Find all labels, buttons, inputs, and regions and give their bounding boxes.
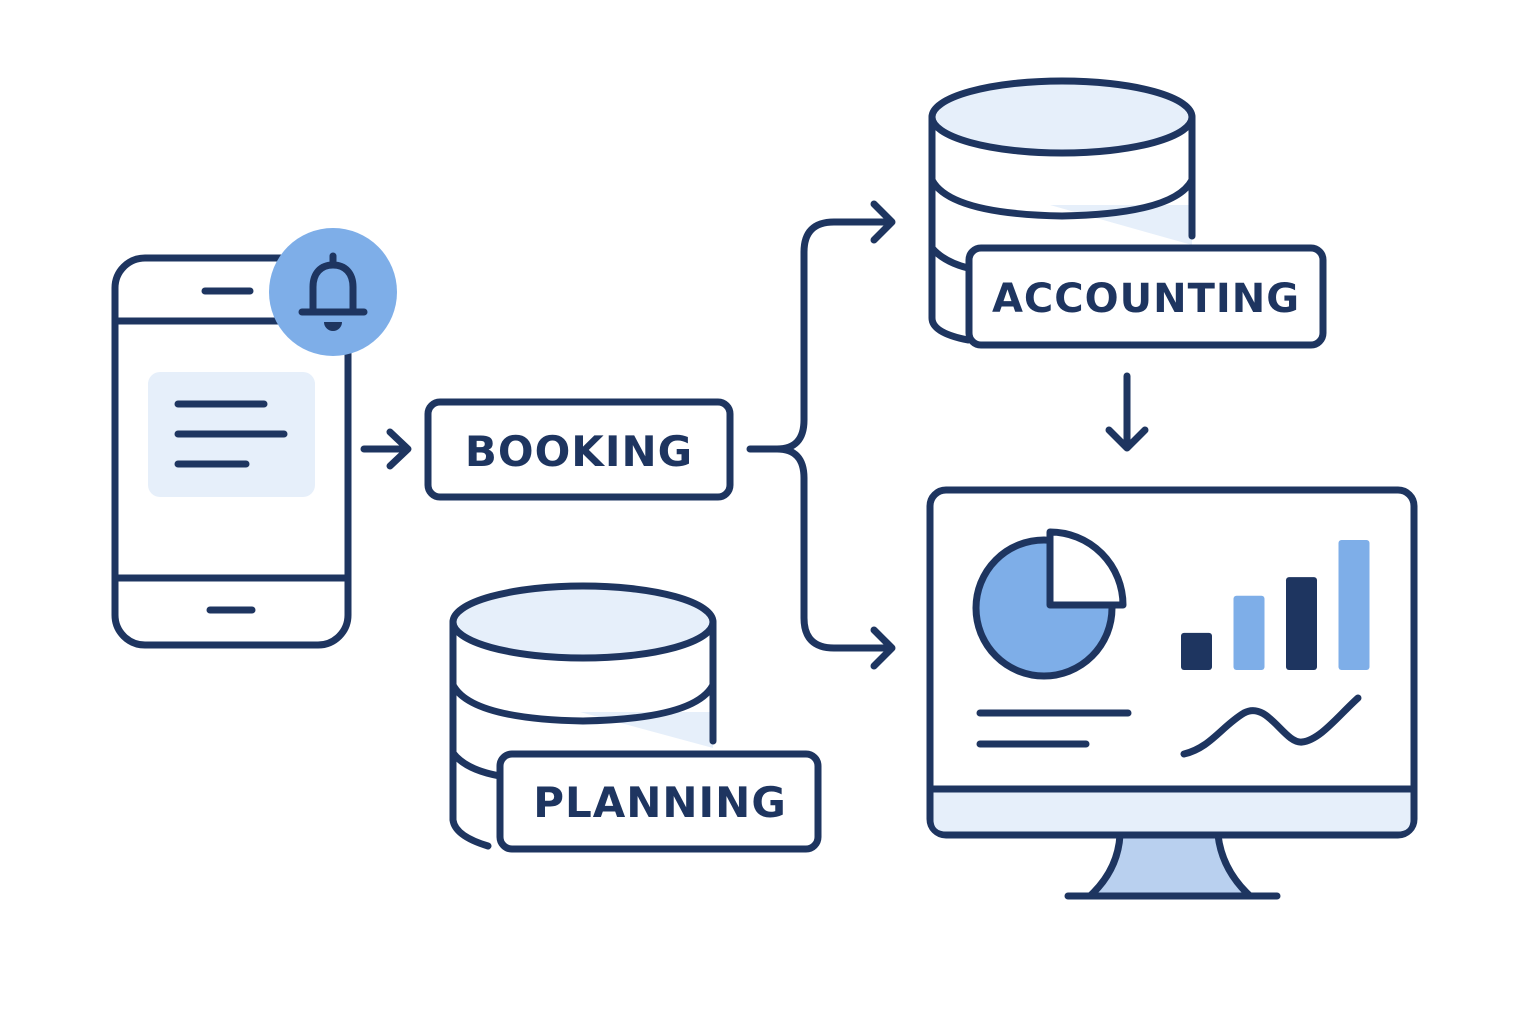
planning-label: PLANNING (533, 778, 787, 827)
arrow-accounting-to-dashboard (1105, 372, 1149, 452)
arrow-phone-to-booking (360, 428, 412, 470)
message-card (148, 372, 315, 497)
booking-box: BOOKING (424, 398, 734, 501)
pie-quarter-slice (1046, 528, 1127, 609)
accounting-database: ACCOUNTING (928, 77, 1327, 349)
bar-1 (1181, 632, 1212, 670)
bell-icon (269, 228, 397, 356)
monitor-dashboard-icon (926, 486, 1418, 900)
bar-3 (1286, 577, 1317, 670)
accounting-label: ACCOUNTING (992, 276, 1300, 322)
planning-database: PLANNING (449, 582, 822, 853)
bar-4 (1338, 540, 1370, 670)
smartphone-icon (111, 254, 352, 649)
branch-connector (746, 200, 896, 670)
booking-label: BOOKING (465, 427, 693, 476)
trend-line (1180, 694, 1362, 758)
bar-chart (1181, 540, 1370, 670)
bar-2 (1233, 595, 1265, 670)
pie-chart (972, 528, 1127, 680)
